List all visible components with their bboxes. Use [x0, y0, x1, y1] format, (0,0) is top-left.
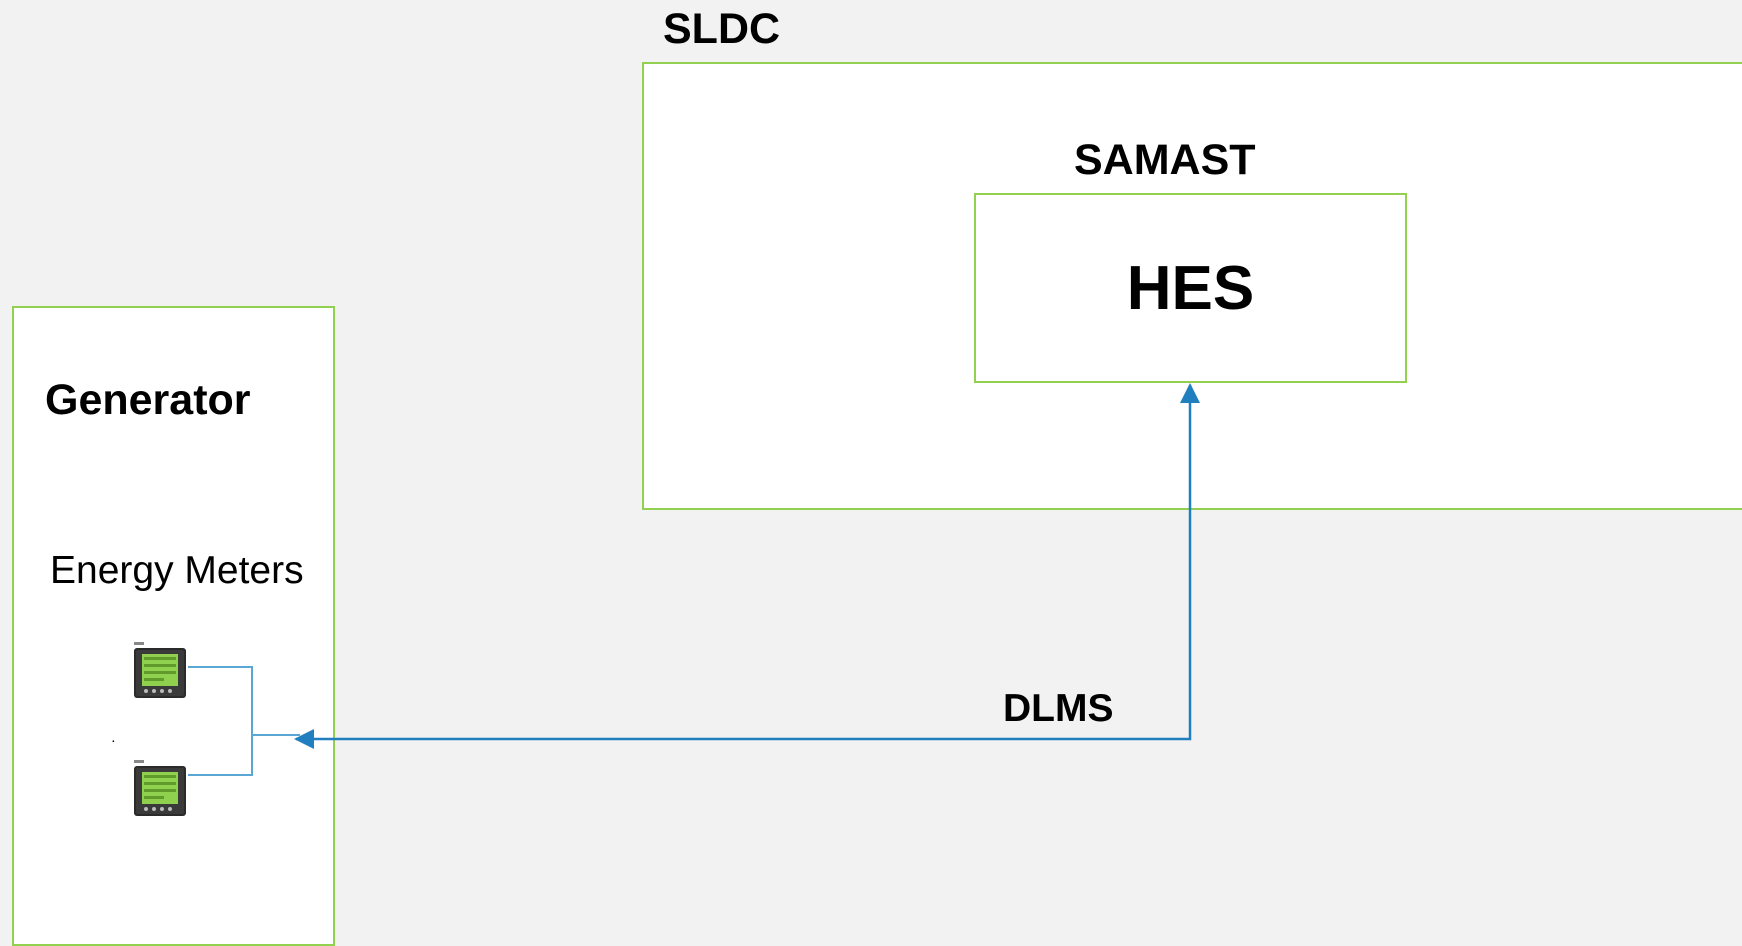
- samast-title: SAMAST: [1074, 136, 1256, 184]
- energy-meter-icon: [134, 642, 186, 698]
- connector-lines: [188, 383, 1200, 776]
- stray-mark: ․: [111, 729, 116, 745]
- hes-label: HES: [1126, 253, 1255, 323]
- meter-2: [132, 758, 188, 818]
- energy-meter-icon: [134, 760, 186, 816]
- generator-title: Generator: [45, 376, 251, 424]
- generator-container: [12, 306, 335, 946]
- sldc-title: SLDC: [663, 5, 781, 53]
- dlms-label: DLMS: [1003, 687, 1114, 730]
- hes-box: [974, 193, 1407, 383]
- meter-1: [132, 640, 188, 700]
- energy-meters-label: Energy Meters: [50, 549, 304, 592]
- dlms-link: [294, 383, 1200, 749]
- meter-branch-wire: [188, 666, 253, 776]
